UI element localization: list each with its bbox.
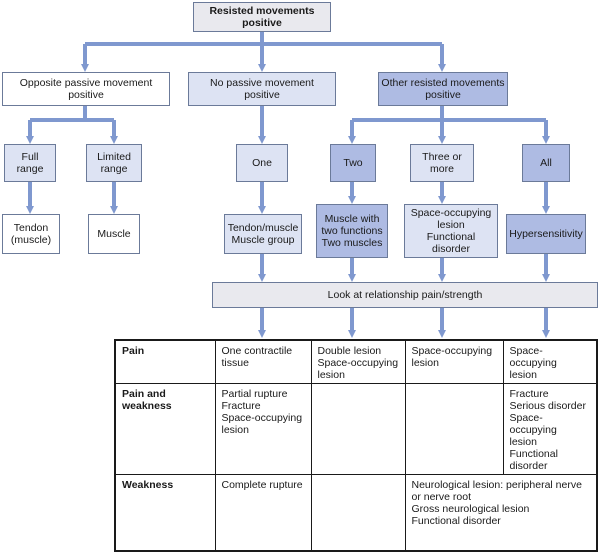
outcome-table: Pain One contractile tissue Double lesio… bbox=[114, 339, 598, 552]
node-opposite-passive: Opposite passive movement positive bbox=[2, 72, 170, 106]
row-label-pain: Pain bbox=[114, 339, 216, 384]
table-cell bbox=[310, 383, 406, 475]
row-label-weakness: Weakness bbox=[114, 474, 216, 551]
table-cell: Neurological lesion: peripheral nerve or… bbox=[404, 474, 598, 551]
table-cell: Fracture Serious disorder Space-occupyin… bbox=[502, 383, 598, 475]
connector-lines bbox=[26, 30, 550, 338]
node-tendon-muscle-group: Tendon/muscle Muscle group bbox=[224, 214, 302, 254]
node-tendon-muscle: Tendon (muscle) bbox=[2, 214, 60, 254]
node-one: One bbox=[236, 144, 288, 182]
node-space-occupying-functional: Space-occupying lesion Functional disord… bbox=[404, 204, 498, 258]
table-cell: Partial rupture Fracture Space-occupying… bbox=[214, 383, 312, 475]
node-muscle: Muscle bbox=[88, 214, 140, 254]
node-two: Two bbox=[330, 144, 376, 182]
table-cell: Space-occupying lesion bbox=[404, 339, 504, 384]
node-muscle-two-functions: Muscle with two functions Two muscles bbox=[316, 204, 388, 258]
table-cell bbox=[404, 383, 504, 475]
node-all: All bbox=[522, 144, 570, 182]
table-cell: One contractile tissue bbox=[214, 339, 312, 384]
table-cell: Space-occupying lesion bbox=[502, 339, 598, 384]
node-full-range: Full range bbox=[4, 144, 56, 182]
table-cell: Double lesion Space-occupying lesion bbox=[310, 339, 406, 384]
table-cell bbox=[310, 474, 406, 551]
table-row: Weakness Complete rupture Neurological l… bbox=[114, 474, 598, 551]
node-hypersensitivity: Hypersensitivity bbox=[506, 214, 586, 254]
table-row: Pain and weakness Partial rupture Fractu… bbox=[114, 383, 598, 475]
table-cell: Complete rupture bbox=[214, 474, 312, 551]
row-label-pain-and-weakness: Pain and weakness bbox=[114, 383, 216, 475]
table-row: Pain One contractile tissue Double lesio… bbox=[114, 339, 598, 384]
node-no-passive: No passive movement positive bbox=[188, 72, 336, 106]
connector-arrows bbox=[26, 30, 550, 338]
node-limited-range: Limited range bbox=[86, 144, 142, 182]
node-three-or-more: Three or more bbox=[410, 144, 474, 182]
node-other-resisted: Other resisted movements positive bbox=[378, 72, 508, 106]
relationship-bar: Look at relationship pain/strength bbox=[212, 282, 598, 308]
node-root: Resisted movements positive bbox=[193, 2, 331, 32]
